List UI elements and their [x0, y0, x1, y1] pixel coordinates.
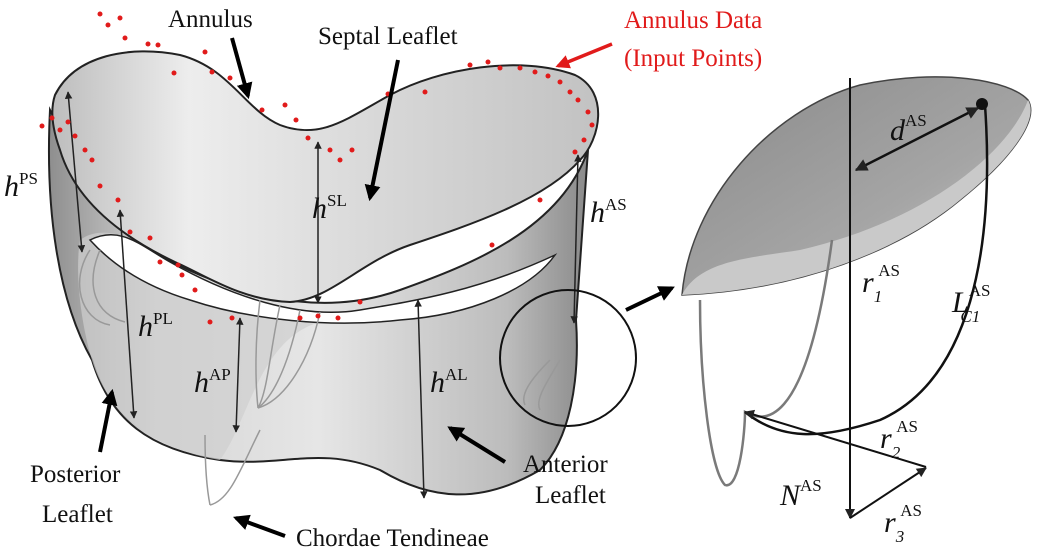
- h-al-label: hAL: [430, 365, 468, 399]
- r3-as-label: r3AS: [884, 501, 922, 546]
- chordae-label: Chordae Tendineae: [296, 525, 489, 552]
- chordae-tendineae: [78, 249, 561, 506]
- posterior-label-2: Leaflet: [42, 501, 113, 528]
- detail-chord-gray: [698, 239, 834, 487]
- annulus-label: Annulus: [168, 6, 253, 33]
- septal-leaflet-label: Septal Leaflet: [318, 23, 458, 50]
- height-arrows: [64, 91, 582, 499]
- pointer-arrows: [98, 37, 507, 538]
- annulus-surface: [51, 50, 600, 304]
- annulus-data-label: Annulus Data: [624, 7, 762, 34]
- n-as-label: NAS: [779, 476, 822, 512]
- h-as-label: hAS: [590, 195, 627, 229]
- h-ap-label: hAP: [194, 365, 231, 399]
- posterior-label-1: Posterior: [30, 461, 121, 488]
- input-points-label: (Input Points): [624, 45, 762, 72]
- h-sl-label: hSL: [312, 191, 347, 225]
- h-pl-label: hPL: [138, 309, 173, 343]
- r1-as-label: r1AS: [862, 261, 900, 306]
- annulus-input-points: [39, 11, 595, 325]
- valve-model: [39, 11, 600, 506]
- zoom-arrow: [625, 286, 675, 312]
- chord-insertion-point: [976, 98, 988, 110]
- detail-cap-underside: [682, 100, 1031, 295]
- zoom-circle: [499, 289, 637, 427]
- vector-r2: [744, 409, 927, 468]
- orifice-gap: [88, 234, 558, 324]
- h-ps-label: hPS: [4, 169, 38, 203]
- d-as-label: dAS: [890, 111, 927, 147]
- r2-as-label: r2AS: [880, 417, 918, 462]
- anterior-label-1: Anterior: [523, 451, 608, 478]
- leaflet-detail: [681, 76, 1032, 519]
- detail-chord-black: [744, 104, 989, 436]
- vector-r3: [849, 467, 927, 519]
- posterior-leaflet-surface: [78, 232, 330, 460]
- vector-d: [854, 106, 980, 172]
- annulus-data-arrow: [555, 42, 613, 69]
- anterior-label-2: Leaflet: [535, 482, 606, 509]
